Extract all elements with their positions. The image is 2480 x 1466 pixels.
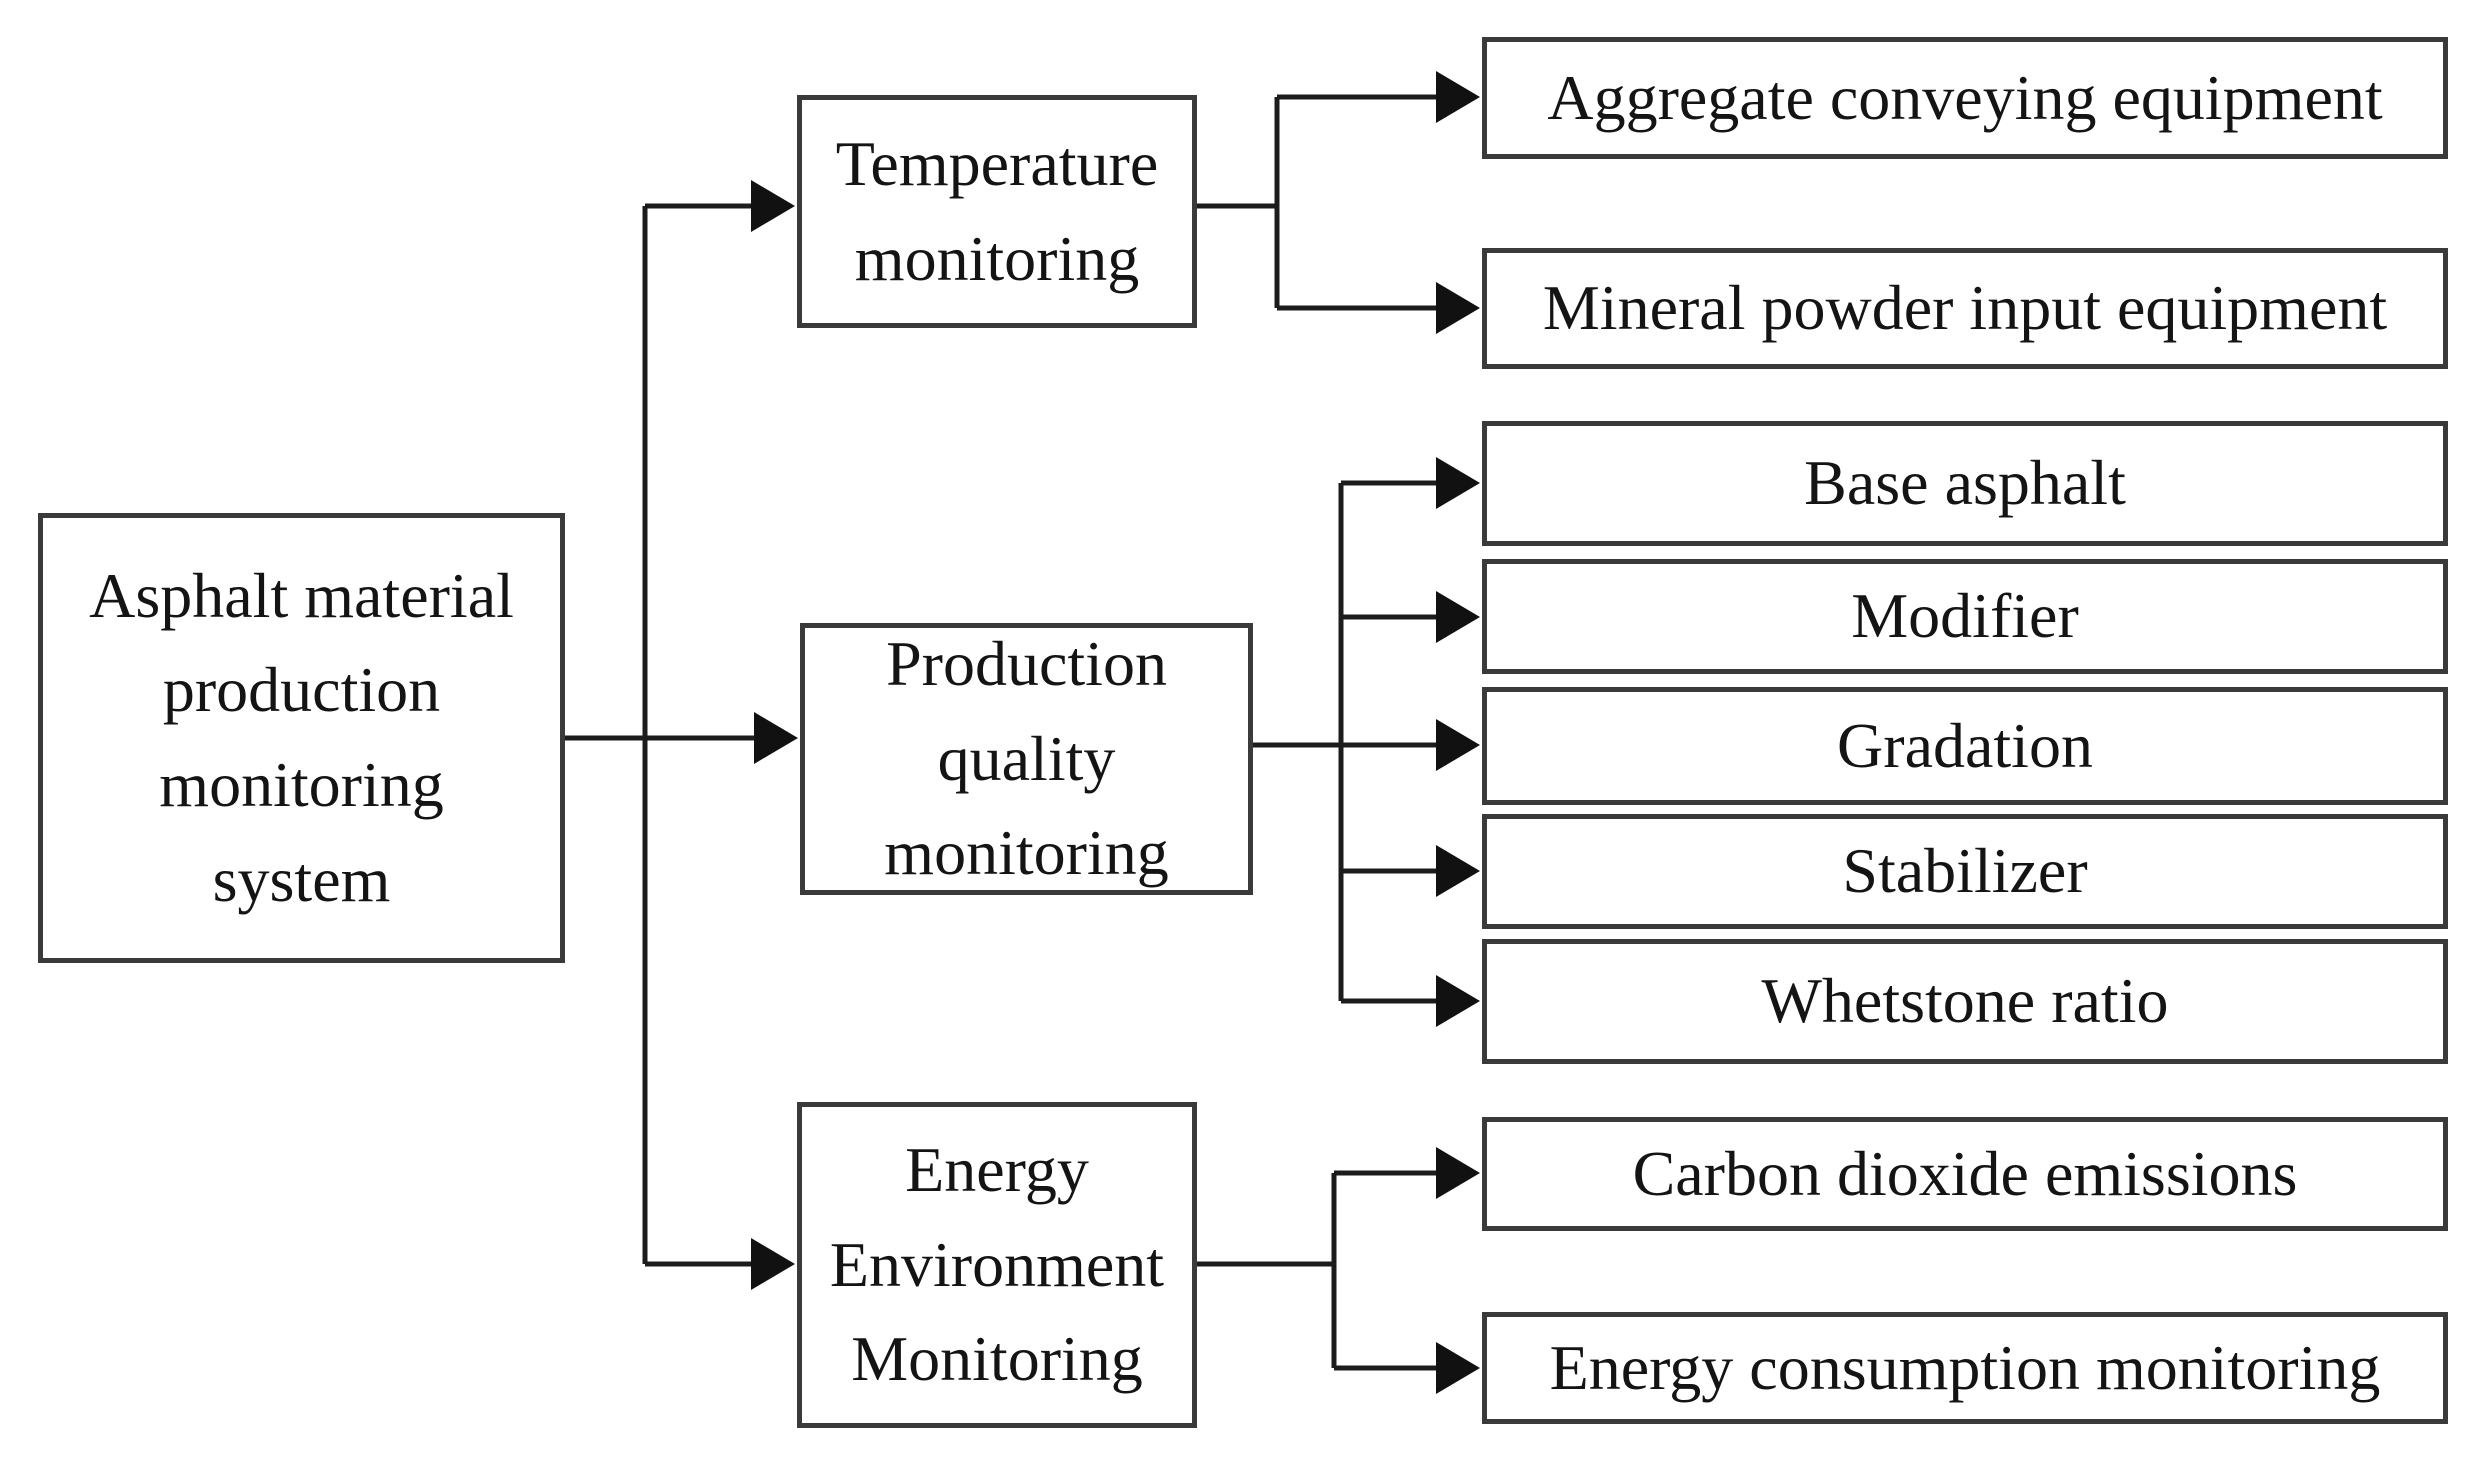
arrowhead-gradation xyxy=(1436,719,1480,771)
node-aggregate-conveying-equipment: Aggregate conveying equipment xyxy=(1482,37,2448,159)
arrowhead-stabilizer xyxy=(1436,845,1480,897)
node-base-asphalt: Base asphalt xyxy=(1482,421,2448,546)
node-whetstone-ratio: Whetstone ratio xyxy=(1482,939,2448,1064)
node-energy-environment-monitoring: Energy Environment Monitoring xyxy=(797,1102,1197,1428)
node-mineral-powder-input-equipment: Mineral powder input equipment xyxy=(1482,248,2448,369)
node-temperature-monitoring: Temperature monitoring xyxy=(797,95,1197,328)
arrowhead-base-asphalt xyxy=(1436,457,1480,509)
node-modifier: Modifier xyxy=(1482,559,2448,674)
arrowhead-energy-consumption xyxy=(1436,1342,1480,1394)
arrowhead-whetstone xyxy=(1436,975,1480,1027)
node-energy-consumption-monitoring: Energy consumption monitoring xyxy=(1482,1312,2448,1424)
arrowhead-energy xyxy=(751,1238,795,1290)
arrowhead-quality xyxy=(754,712,798,764)
arrowhead-temperature xyxy=(751,180,795,232)
node-carbon-dioxide-emissions: Carbon dioxide emissions xyxy=(1482,1117,2448,1231)
node-asphalt-system: Asphalt material production monitoring s… xyxy=(38,513,565,963)
node-stabilizer: Stabilizer xyxy=(1482,814,2448,929)
node-production-quality-monitoring: Production quality monitoring xyxy=(800,623,1253,895)
node-gradation: Gradation xyxy=(1482,687,2448,805)
arrowhead-aggregate xyxy=(1436,71,1480,123)
arrowhead-carbon xyxy=(1436,1147,1480,1199)
arrowhead-modifier xyxy=(1436,591,1480,643)
arrowhead-mineral xyxy=(1436,282,1480,334)
